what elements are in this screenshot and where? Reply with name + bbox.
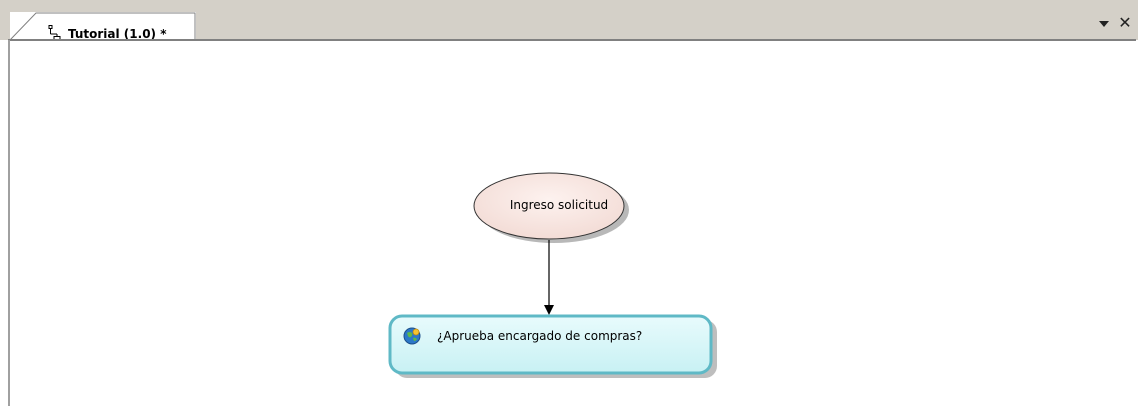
start-node[interactable] <box>473 172 625 240</box>
diagram-svg <box>388 172 717 378</box>
connector-arrowhead <box>544 305 554 315</box>
canvas-left-border <box>8 40 10 406</box>
tab-bar-divider <box>8 39 1136 42</box>
close-icon[interactable]: ✕ <box>1118 13 1132 32</box>
task-node-label: ¿Aprueba encargado de compras? <box>437 329 643 343</box>
tab-title: Tutorial (1.0) * <box>68 27 167 41</box>
tab-tutorial[interactable]: Tutorial (1.0) * <box>10 12 196 41</box>
dropdown-arrow-icon[interactable] <box>1098 18 1110 30</box>
task-globe-icon <box>403 327 421 345</box>
diagram-canvas[interactable]: Ingreso solicitud ¿Aprueba encargado de … <box>10 42 1136 406</box>
start-node-label: Ingreso solicitud <box>509 198 609 212</box>
task-node[interactable] <box>388 314 713 375</box>
editor-tab-bar: Tutorial (1.0) * ✕ <box>0 0 1138 42</box>
